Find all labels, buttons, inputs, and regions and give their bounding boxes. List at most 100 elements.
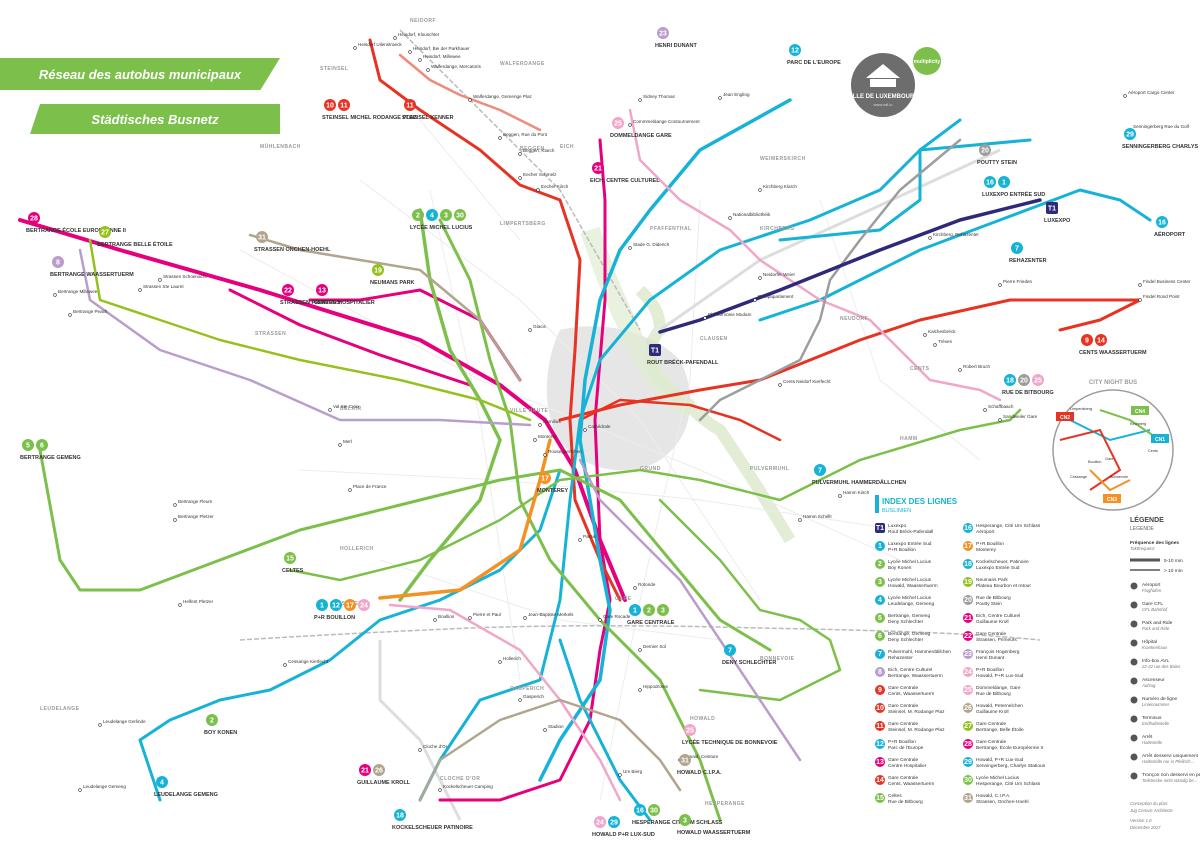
stop-label[interactable]: Philharmonie Mudam [708, 312, 752, 317]
stop-label[interactable]: Strassen Schoenacht [163, 274, 207, 279]
stop-label[interactable]: Eecher Schmelz [523, 172, 557, 177]
stop-label[interactable]: Hamm Kiirch [843, 490, 870, 495]
stop-label[interactable]: Robert Bruch [963, 364, 991, 369]
stop-label[interactable]: Merl [343, 439, 352, 444]
stop-label[interactable]: Bertrange Peach [73, 309, 108, 314]
stop-label[interactable]: Dernier Sol [643, 644, 666, 649]
stop-label[interactable]: Hamm Schéllt [803, 514, 832, 519]
stop-label[interactable]: Gare Rocade [603, 614, 631, 619]
stop-label[interactable]: Bertrange Millewee [58, 289, 98, 294]
stop-label[interactable]: Eecher Kiirch [541, 184, 569, 189]
stop-label[interactable]: Senningerberg Rue du Golf [1133, 124, 1190, 129]
stop-label[interactable]: Kirchberg Klarch [763, 184, 797, 189]
stop-label[interactable]: Sidney Thomas [643, 94, 676, 99]
stop-label[interactable]: Cathédrale [588, 424, 611, 429]
stop-label[interactable]: Leudelange Gerlinde [103, 719, 146, 724]
stop-label[interactable]: Findel Rond Point [1143, 294, 1180, 299]
stop-label[interactable]: Kockelscheuer Camping [443, 784, 493, 789]
stop-label[interactable]: Stadion [548, 724, 564, 729]
stop-label[interactable]: Cents Neidorf Kierfecht [783, 379, 831, 384]
stop-label[interactable]: Trèves [938, 339, 953, 344]
stop-label[interactable]: Leudelange Gemeng [83, 784, 126, 789]
stop-label[interactable]: Hollerich [503, 656, 521, 661]
stop-label[interactable]: Commmeldange Contournement [633, 119, 700, 124]
stop-label[interactable]: Kirchberg, Rehazenter [933, 232, 979, 237]
stop-label[interactable]: Heisdorf, Millewee [423, 54, 461, 59]
stop-label[interactable]: Val Ste Croix [333, 404, 360, 409]
stop-label[interactable]: Jean-Baptiste Merkels [528, 612, 574, 617]
stop-label[interactable]: Place de France [353, 484, 387, 489]
stop-label[interactable]: Schaffbaach [988, 404, 1014, 409]
stop-label[interactable]: Walferdange, Mercatoris [431, 64, 482, 69]
stop-label[interactable]: Pierre Frieden [1003, 279, 1033, 284]
stop-label[interactable]: Heisdorf Uilenstraeck [358, 42, 402, 47]
stop-label[interactable]: Europaparlament [758, 294, 794, 299]
stop-label[interactable]: Cessange Kierfecht [288, 659, 329, 664]
stop-label[interactable]: Strassen Ste Lauret [143, 284, 184, 289]
stop-label[interactable]: Aéroport Cargo Center [1128, 90, 1175, 95]
stop-label[interactable]: Walferdange, Gemenge Plaz [473, 94, 533, 99]
stop-label[interactable]: Rotonde [638, 582, 656, 587]
stop-label[interactable]: Nationalbibliothéik [733, 212, 771, 217]
stop-label[interactable]: Heisdorf, Klouschter [398, 32, 440, 37]
stop-label[interactable]: Beggen, Klarch [523, 148, 555, 153]
stop-label[interactable]: Findel Business Center [1143, 279, 1191, 284]
stop-label[interactable]: Rousegäertchen [548, 449, 582, 454]
stop-label[interactable]: Neidorfer Weier [763, 272, 796, 277]
stop-label[interactable]: Beggen, Rue du Pont [503, 132, 548, 137]
stop-label[interactable]: Monterey [538, 434, 558, 439]
stop-label[interactable]: Bertrange Fleurs [178, 499, 213, 504]
stop-label[interactable]: Sandweiler Gare [1003, 414, 1038, 419]
stop-label[interactable]: Um Bierg [623, 769, 643, 774]
stop-label[interactable]: Glacis [533, 324, 546, 329]
stop-label[interactable]: Cloche d'Or [423, 744, 448, 749]
stop-label[interactable]: Hippodrome [643, 684, 668, 689]
city-logo[interactable]: VILLE DE LUXEMBOURG www.vdl.lu multiplic… [847, 47, 941, 117]
